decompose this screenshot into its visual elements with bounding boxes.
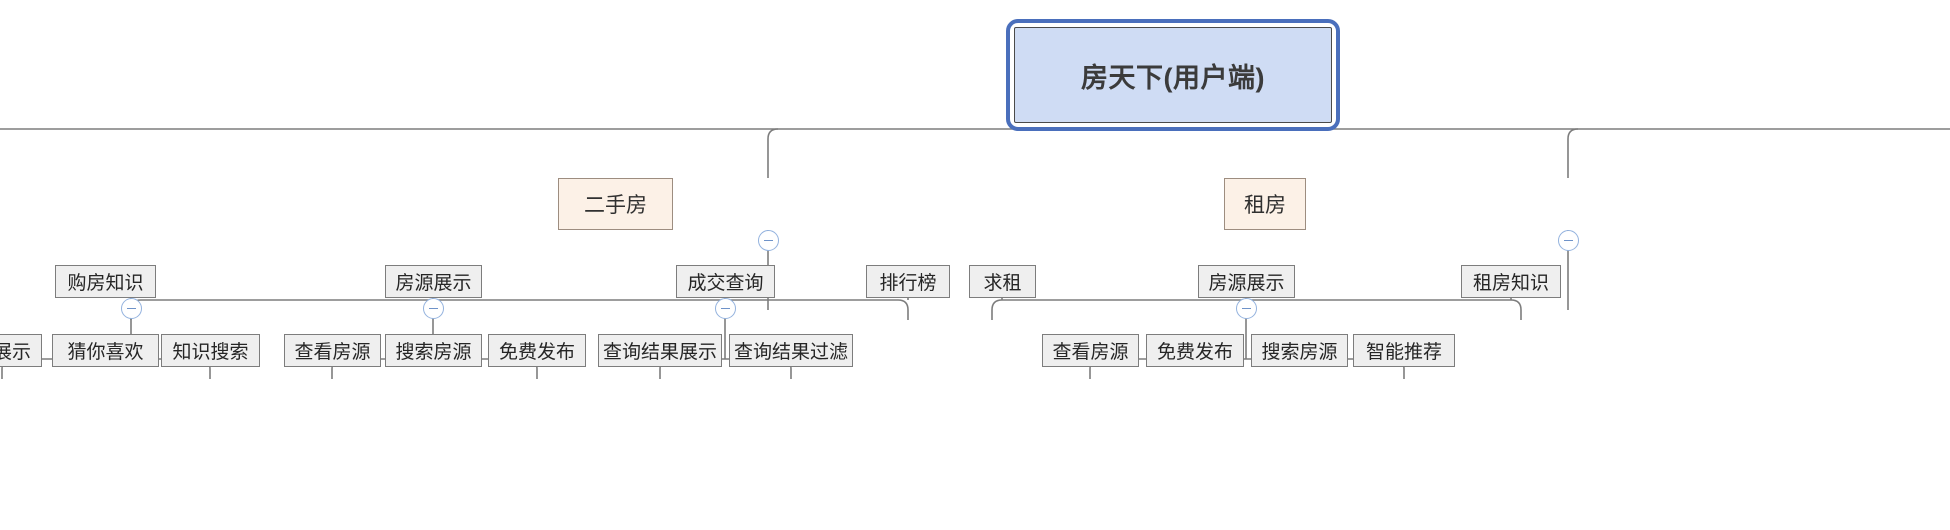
collapse-toggle-fangyuan-zhanshi-zufang[interactable] — [1236, 298, 1257, 319]
node-chaxun-jieguo-guolv-label: 查询结果过滤 — [733, 342, 848, 363]
node-zhanshi[interactable]: 展示 — [0, 334, 42, 367]
node-chakan-fangyuan-zufang[interactable]: 查看房源 — [1042, 334, 1139, 367]
node-paihangbang-label: 排行榜 — [879, 273, 937, 294]
root-node-fangtianxia[interactable]: 房天下(用户端) — [1014, 27, 1332, 123]
node-caini-xihuan-label: 猜你喜欢 — [67, 342, 144, 363]
node-sousuo-fangyuan-ershoufang[interactable]: 搜索房源 — [385, 334, 482, 367]
node-mianfei-fabu-zufang[interactable]: 免费发布 — [1146, 334, 1244, 367]
node-zhineng-tuijian-label: 智能推荐 — [1365, 342, 1442, 363]
node-fangyuan-zhanshi-ershoufang-label: 房源展示 — [395, 273, 472, 294]
collapse-toggle-gou-fang-zhi-shi[interactable] — [121, 298, 142, 319]
node-sousuo-fangyuan-zufang[interactable]: 搜索房源 — [1251, 334, 1348, 367]
node-fangyuan-zhanshi-ershoufang[interactable]: 房源展示 — [385, 265, 482, 298]
root-node-label: 房天下(用户端) — [1081, 62, 1265, 93]
node-paihangbang[interactable]: 排行榜 — [866, 265, 950, 298]
node-mianfei-fabu-ershoufang-label: 免费发布 — [498, 342, 575, 363]
node-ershoufang-label: 二手房 — [584, 194, 647, 217]
node-zhineng-tuijian[interactable]: 智能推荐 — [1353, 334, 1455, 367]
node-chengjiao-chaxun-label: 成交查询 — [687, 273, 764, 294]
node-caini-xihuan[interactable]: 猜你喜欢 — [52, 334, 159, 367]
node-sousuo-fangyuan-ershoufang-label: 搜索房源 — [395, 342, 472, 363]
node-chengjiao-chaxun[interactable]: 成交查询 — [676, 265, 775, 298]
node-zufang[interactable]: 租房 — [1224, 178, 1306, 230]
node-zu-fang-zhi-shi-label: 租房知识 — [1472, 273, 1549, 294]
node-chakan-fangyuan-ershoufang[interactable]: 查看房源 — [284, 334, 381, 367]
collapse-toggle-fangyuan-zhanshi-ershoufang[interactable] — [423, 298, 444, 319]
node-gou-fang-zhi-shi-label: 购房知识 — [67, 273, 144, 294]
node-chakan-fangyuan-ershoufang-label: 查看房源 — [294, 342, 371, 363]
node-sousuo-fangyuan-zufang-label: 搜索房源 — [1261, 342, 1338, 363]
node-chaxun-jieguo-zhanshi[interactable]: 查询结果展示 — [598, 334, 722, 367]
collapse-toggle-ershoufang[interactable] — [758, 230, 779, 251]
collapse-toggle-zufang[interactable] — [1558, 230, 1579, 251]
node-mianfei-fabu-zufang-label: 免费发布 — [1156, 342, 1233, 363]
node-chakan-fangyuan-zufang-label: 查看房源 — [1052, 342, 1129, 363]
node-gou-fang-zhi-shi[interactable]: 购房知识 — [55, 265, 156, 298]
node-mianfei-fabu-ershoufang[interactable]: 免费发布 — [488, 334, 586, 367]
node-fangyuan-zhanshi-zufang-label: 房源展示 — [1208, 273, 1285, 294]
node-chaxun-jieguo-zhanshi-label: 查询结果展示 — [602, 342, 717, 363]
node-chaxun-jieguo-guolv[interactable]: 查询结果过滤 — [729, 334, 853, 367]
node-zhishi-sousuo[interactable]: 知识搜索 — [161, 334, 260, 367]
node-zu-fang-zhi-shi[interactable]: 租房知识 — [1461, 265, 1561, 298]
node-qiuzu[interactable]: 求租 — [969, 265, 1036, 298]
node-zhishi-sousuo-label: 知识搜索 — [172, 342, 249, 363]
collapse-toggle-chengjiao-chaxun[interactable] — [715, 298, 736, 319]
node-ershoufang[interactable]: 二手房 — [558, 178, 673, 230]
node-fangyuan-zhanshi-zufang[interactable]: 房源展示 — [1198, 265, 1295, 298]
node-zhanshi-label: 展示 — [0, 342, 31, 363]
node-qiuzu-label: 求租 — [983, 273, 1022, 294]
node-zufang-label: 租房 — [1244, 194, 1286, 217]
